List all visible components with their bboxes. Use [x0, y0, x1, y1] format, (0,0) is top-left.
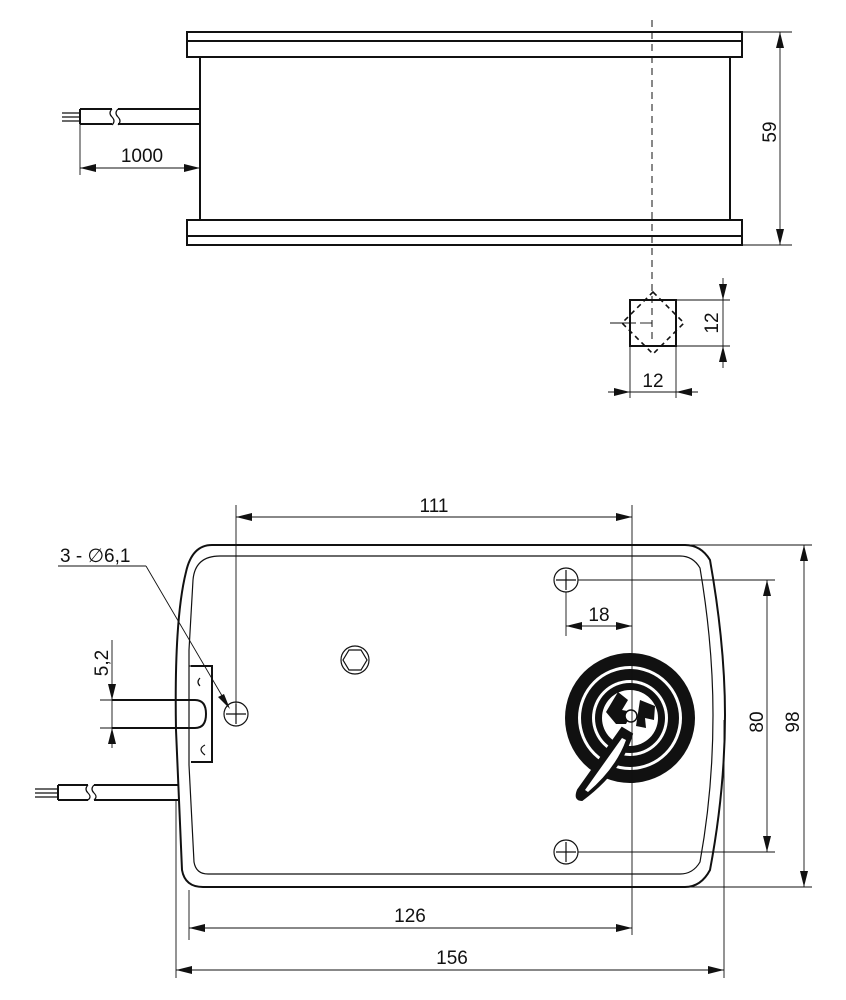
- mounting-slot: [112, 699, 208, 729]
- dim-square-vertical: 12: [676, 278, 730, 368]
- dim-cable-length: 1000: [79, 124, 200, 175]
- dim-cable-length-label: 1000: [121, 146, 163, 167]
- mounting-hole-top-right: [553, 567, 579, 593]
- dim-slot-width-label: 5,2: [92, 650, 113, 676]
- dim-shaft-position: 126: [188, 890, 632, 940]
- dim-overall-length-label: 156: [436, 948, 468, 969]
- body-outline-inner: [188, 555, 714, 875]
- mounting-bracket: [191, 665, 213, 763]
- dim-hole-spacing: 80: [578, 579, 775, 853]
- dim-holes-label: 3 - ∅6,1: [60, 546, 130, 567]
- dim-body-depth-label: 98: [783, 711, 804, 732]
- dim-shaft-position-label: 126: [394, 906, 426, 927]
- top-cable: [35, 784, 178, 801]
- dim-mount-x-label: 111: [420, 496, 449, 517]
- dim-height: 59: [742, 31, 792, 246]
- shaft-square: [629, 299, 677, 347]
- side-cable: [62, 108, 200, 126]
- side-bottom-flange: [186, 219, 743, 237]
- dim-square-horizontal-label: 12: [642, 371, 663, 392]
- side-bottom-flange-outer: [186, 235, 743, 246]
- mounting-hole-bottom-right: [553, 839, 579, 865]
- dim-overall-length: 156: [175, 720, 725, 978]
- top-view: 111 3 - ∅6,1 5,2 18: [35, 496, 812, 978]
- dim-square-horizontal: 12: [608, 346, 698, 398]
- dim-mount-x: 111: [235, 496, 632, 720]
- dim-holes: 3 - ∅6,1: [58, 546, 230, 709]
- dim-body-depth: 98: [685, 544, 812, 888]
- side-view: 1000 59: [62, 20, 792, 340]
- dim-hole-spacing-label: 80: [747, 711, 768, 732]
- dim-hole-offset-label: 18: [588, 605, 609, 626]
- body-outline-outer: [174, 544, 727, 888]
- dim-square-vertical-label: 12: [702, 312, 723, 333]
- shaft-hub: [565, 653, 695, 802]
- shaft-diamond: [620, 290, 686, 356]
- shaft-square-detail: 12 12: [608, 278, 730, 398]
- side-top-flange-outer: [186, 31, 743, 42]
- side-top-flange: [186, 40, 743, 58]
- manual-override-knob: [340, 645, 370, 675]
- dim-slot-width: 5,2: [92, 640, 120, 748]
- dim-height-label: 59: [760, 121, 781, 142]
- dim-hole-offset: 18: [565, 592, 632, 636]
